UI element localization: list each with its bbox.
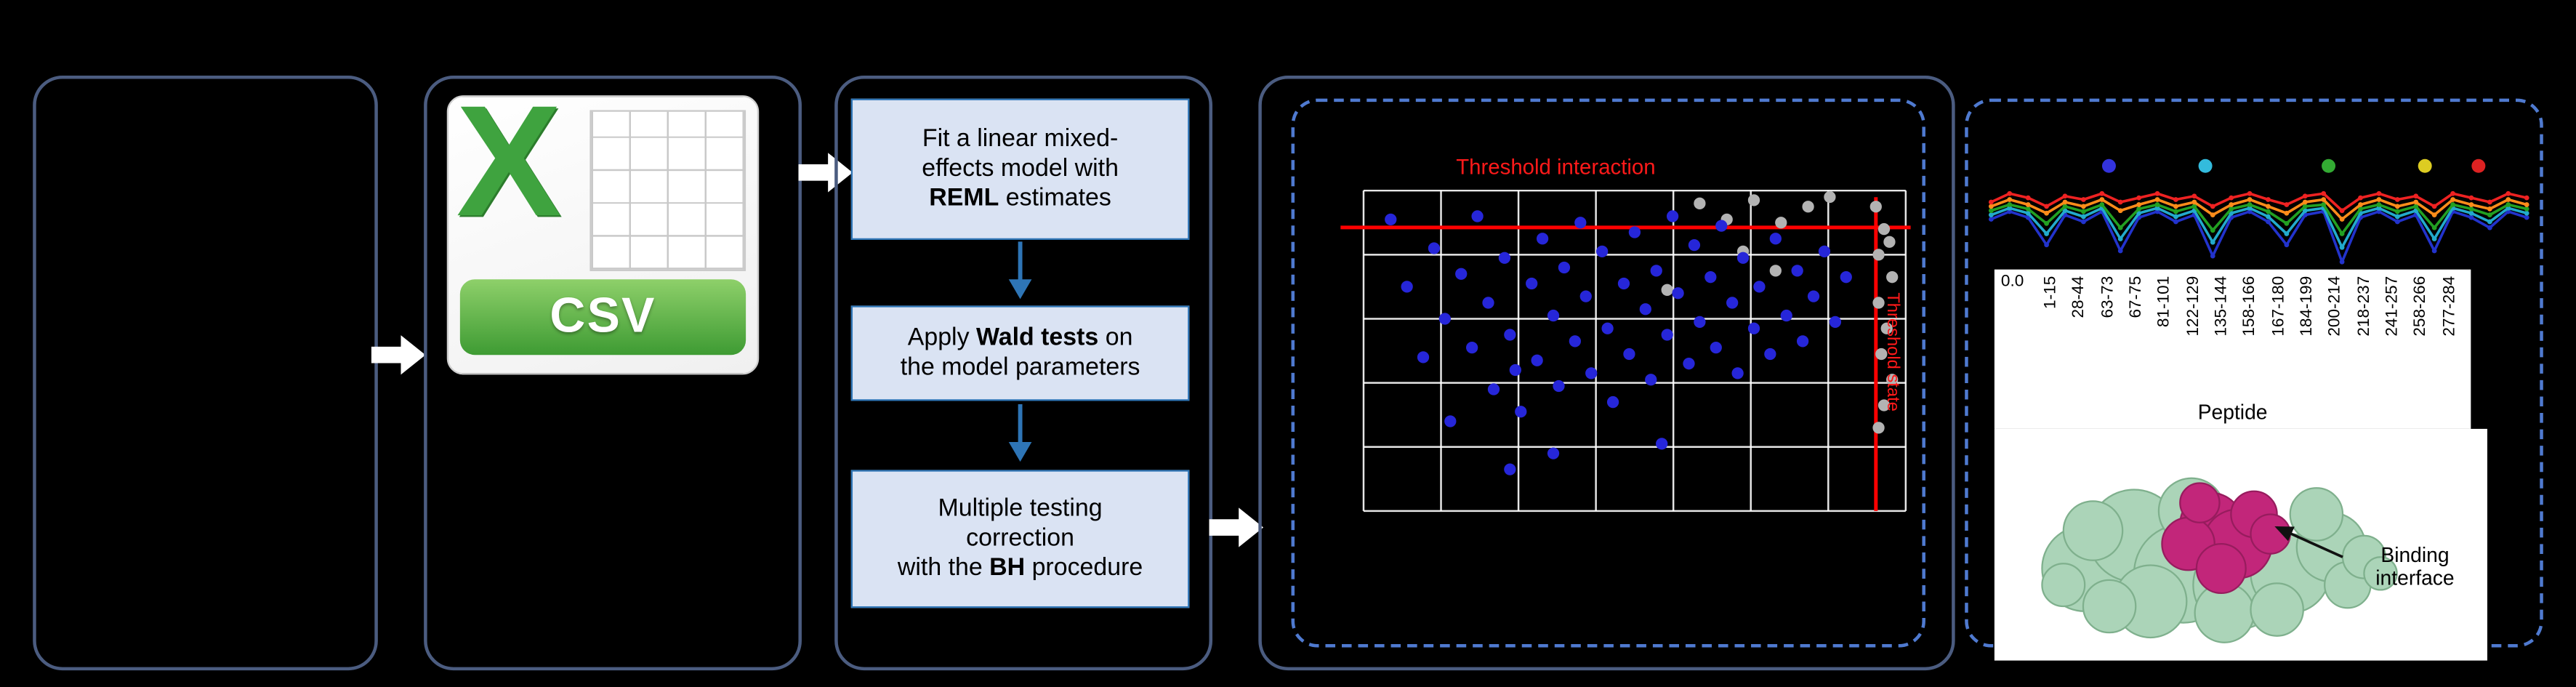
binding-interface-label: Binding interface bbox=[2375, 544, 2455, 591]
step-text: estimates bbox=[999, 184, 1111, 212]
arrow-right-icon bbox=[1209, 507, 1264, 547]
dashed-border bbox=[1291, 98, 1925, 648]
uptake-profiles-chart bbox=[1984, 151, 2533, 270]
spreadsheet-grid-icon bbox=[590, 109, 747, 272]
step-box-bh: Multiple testing correction with the BH … bbox=[850, 470, 1190, 608]
peptide-axis-panel: 0.0 1-15 28-44 63-73 67-75 81-101 122-129 135-… bbox=[1994, 269, 2471, 429]
step-text: on the model parameters bbox=[900, 323, 1140, 382]
profiles-svg bbox=[1988, 158, 2529, 265]
protein-structure bbox=[2041, 477, 2398, 643]
peptide-tick-label: 241-257 bbox=[2383, 276, 2402, 337]
peptide-tick-label: 67-75 bbox=[2128, 276, 2146, 318]
peptide-tick-label: 258-266 bbox=[2412, 276, 2431, 337]
peptide-tick-label: 122-129 bbox=[2184, 276, 2203, 337]
peptide-tick-label: 28-44 bbox=[2070, 276, 2089, 318]
peptide-tick-label: 1-15 bbox=[2042, 276, 2061, 309]
peptide-tick-label: 200-214 bbox=[2327, 276, 2346, 337]
arrow-right-icon bbox=[798, 153, 853, 193]
volcano-scatter-plot bbox=[1324, 145, 1932, 539]
csv-banner-label: CSV bbox=[459, 279, 747, 355]
step-text-bold: REML bbox=[929, 184, 999, 212]
csv-panel bbox=[424, 75, 802, 671]
protein-structure-panel: Binding interface bbox=[1994, 428, 2487, 661]
arrow-right-icon bbox=[371, 335, 426, 375]
y-tick-label: 0.0 bbox=[2000, 273, 2024, 292]
annotation-arrow-icon bbox=[2274, 526, 2343, 558]
threshold-state-label: Threshold state bbox=[1883, 292, 1903, 411]
step-text-bold: Wald tests bbox=[975, 323, 1099, 352]
csv-file-icon: X CSV bbox=[446, 75, 760, 375]
step-text: procedure bbox=[1025, 554, 1143, 582]
step-text-bold: BH bbox=[989, 554, 1026, 582]
peptide-tick-label: 184-199 bbox=[2298, 276, 2317, 337]
scatter-plot-svg bbox=[1340, 189, 1911, 513]
step-box-wald: Apply Wald tests on the model parameters bbox=[850, 305, 1190, 401]
peptide-tick-label: 277-284 bbox=[2441, 276, 2460, 337]
step-text: Fit a linear mixed- effects model with bbox=[922, 124, 1119, 182]
peptide-tick-label: 135-144 bbox=[2213, 276, 2231, 337]
peptide-tick-label: 218-237 bbox=[2355, 276, 2374, 337]
arrow-down-icon bbox=[1008, 404, 1032, 462]
step-text: Multiple testing correction with the bbox=[897, 494, 1103, 582]
peptide-tick-label: 167-180 bbox=[2270, 276, 2288, 337]
excel-x-letter: X bbox=[456, 74, 562, 251]
step-text: Apply bbox=[907, 323, 976, 352]
peptide-tick-label: 81-101 bbox=[2156, 276, 2175, 328]
binding-region bbox=[2161, 482, 2291, 595]
peptide-tick-label: 63-73 bbox=[2098, 276, 2117, 318]
arrow-down-icon bbox=[1008, 241, 1032, 300]
volcano-panel bbox=[1258, 75, 1955, 671]
peptide-tick-labels: 1-15 28-44 63-73 67-75 81-101 122-129 135-144 1… bbox=[2037, 276, 2465, 385]
input-panel bbox=[33, 75, 378, 671]
step-box-reml: Fit a linear mixed- effects model with R… bbox=[850, 98, 1190, 240]
peptide-axis-title: Peptide bbox=[2197, 401, 2268, 425]
steps-panel bbox=[834, 75, 1213, 671]
threshold-interaction-label: Threshold interaction bbox=[1456, 154, 1656, 180]
peptide-tick-label: 158-166 bbox=[2241, 276, 2260, 337]
